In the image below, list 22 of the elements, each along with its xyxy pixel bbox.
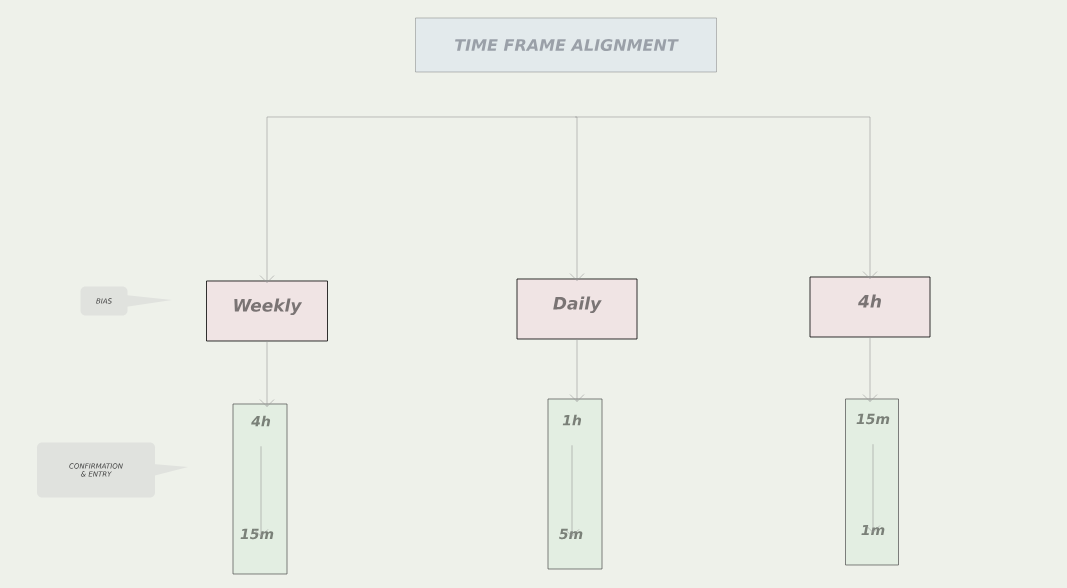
timeframe-text: 5m	[559, 528, 583, 540]
timeframe-box: Daily	[516, 278, 638, 340]
timeframe-column	[547, 398, 603, 570]
timeframe-text: 1h	[562, 414, 582, 426]
timeframe-text: 15m	[240, 528, 274, 540]
timeframe-text: 4h	[251, 415, 271, 427]
timeframe-text: 15m	[856, 413, 890, 425]
timeframe-text: 1m	[861, 524, 885, 536]
timeframe-box: 4h	[809, 276, 931, 338]
arrow	[259, 340, 275, 407]
arrow	[862, 336, 878, 402]
arrow	[253, 446, 269, 537]
arrow	[569, 338, 585, 402]
arrow	[569, 116, 585, 281]
timeframe-column	[845, 398, 899, 566]
arrow	[865, 443, 881, 533]
timeframe-box: Weekly	[206, 280, 328, 342]
arrow	[564, 445, 580, 537]
arrow	[574, 116, 878, 279]
title-box: TIME FRAME ALIGNMENT	[415, 17, 717, 73]
timeframe-column	[232, 403, 288, 575]
arrow	[259, 116, 576, 283]
